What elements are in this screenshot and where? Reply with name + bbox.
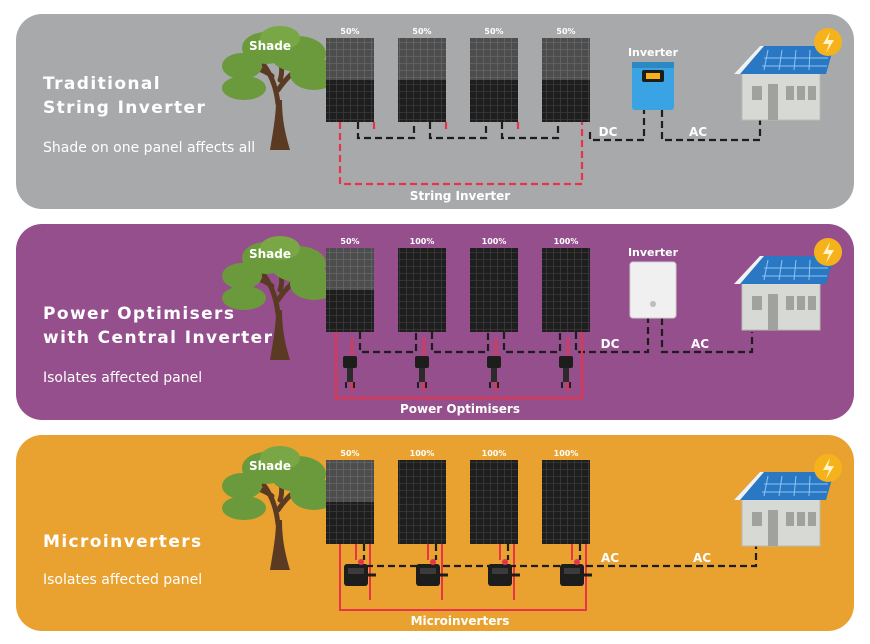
row1-panel-4-percent: 50% bbox=[556, 27, 575, 36]
row2-subtitle: Isolates affected panel bbox=[43, 370, 203, 386]
row2-optimiser-2-icon bbox=[414, 355, 430, 389]
row1-shade-label: Shade bbox=[249, 39, 291, 53]
row3-microinverter-2-icon bbox=[414, 557, 450, 588]
row2-house-icon bbox=[733, 237, 843, 331]
row2-inverter-icon bbox=[630, 262, 676, 318]
row1-title-line1: Traditional bbox=[43, 74, 162, 94]
row3-microinverter-1-icon bbox=[342, 557, 378, 588]
row2-optimiser-4-icon bbox=[558, 355, 574, 389]
row1-dc-label: DC bbox=[599, 125, 618, 139]
row1-panel-2-percent: 50% bbox=[412, 27, 431, 36]
row2-inverter-label: Inverter bbox=[628, 246, 679, 259]
row3-solar-panel-3 bbox=[470, 460, 518, 544]
row2-panel-4-percent: 100% bbox=[554, 237, 579, 246]
row3-diagram: Shade 50% 100% 100% 100% AC AC Microinve… bbox=[222, 446, 843, 628]
row3-microinverter-4-icon bbox=[558, 557, 594, 588]
row1-bottom-label: String Inverter bbox=[410, 189, 510, 203]
row2-solar-panel-4 bbox=[542, 248, 590, 332]
row2-optimiser-1-icon bbox=[342, 355, 358, 389]
row2-diagram: Shade 50% 100% 100% 100% Inverter DC bbox=[222, 236, 843, 416]
row3-house-icon bbox=[733, 453, 843, 547]
row2-ac-label: AC bbox=[691, 337, 709, 351]
row2-title-line2: with Central Inverter bbox=[43, 328, 274, 348]
row2-panel-1-percent: 50% bbox=[340, 237, 359, 246]
row3-panel-1-percent: 50% bbox=[340, 449, 359, 458]
row3-panel-4-percent: 100% bbox=[554, 449, 579, 458]
row1-title-line2: String Inverter bbox=[43, 98, 207, 118]
row1-inverter-label: Inverter bbox=[628, 46, 679, 59]
row1-house-icon bbox=[733, 27, 843, 121]
row1-diagram: Shade 50% 50% 50% 50% Inverter DC AC bbox=[222, 26, 843, 203]
row2-shade-label: Shade bbox=[249, 247, 291, 261]
row3-microinverter-3-icon bbox=[486, 557, 522, 588]
row2-solar-panel-3 bbox=[470, 248, 518, 332]
row1-ac-label: AC bbox=[689, 125, 707, 139]
row2-bottom-label: Power Optimisers bbox=[400, 402, 520, 416]
row1-inverter-icon bbox=[632, 62, 674, 110]
row3-ac-label-2: AC bbox=[693, 551, 711, 565]
row3-bottom-label: Microinverters bbox=[411, 614, 510, 628]
row2-panel-3-percent: 100% bbox=[482, 237, 507, 246]
row3-shade-label: Shade bbox=[249, 459, 291, 473]
row2-dc-label: DC bbox=[601, 337, 620, 351]
row2-solar-panel-2 bbox=[398, 248, 446, 332]
row3-ac-label-1: AC bbox=[601, 551, 619, 565]
row2-title-line1: Power Optimisers bbox=[43, 304, 236, 324]
row3-title: Microinverters bbox=[43, 532, 203, 552]
row1-panel-1-percent: 50% bbox=[340, 27, 359, 36]
row3-panel-2-percent: 100% bbox=[410, 449, 435, 458]
row1-subtitle: Shade on one panel affects all bbox=[43, 140, 256, 156]
row1-panel-3-percent: 50% bbox=[484, 27, 503, 36]
row3-panel-3-percent: 100% bbox=[482, 449, 507, 458]
row3-solar-panel-4 bbox=[542, 460, 590, 544]
row2-panel-2-percent: 100% bbox=[410, 237, 435, 246]
row2-optimiser-3-icon bbox=[486, 355, 502, 389]
row3-subtitle: Isolates affected panel bbox=[43, 572, 203, 588]
row3-solar-panel-2 bbox=[398, 460, 446, 544]
